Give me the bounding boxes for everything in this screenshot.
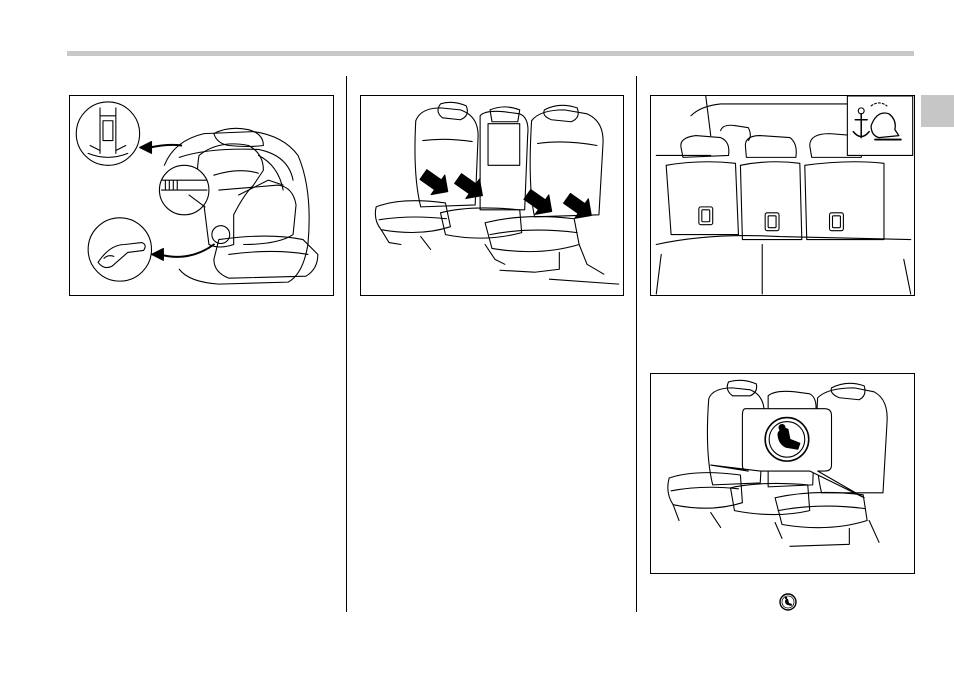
column-divider-left bbox=[346, 76, 347, 612]
child-seat-marker-icon bbox=[779, 593, 797, 611]
figure-child-seat-tether bbox=[69, 95, 334, 296]
section-tab bbox=[921, 95, 954, 127]
figure-rear-seat-lower-anchors bbox=[360, 95, 624, 296]
column-divider-right bbox=[636, 76, 637, 612]
header-rule bbox=[67, 51, 914, 56]
figure-seatback-tether-anchors bbox=[650, 95, 915, 296]
figure-lower-anchor-markers bbox=[650, 373, 915, 574]
